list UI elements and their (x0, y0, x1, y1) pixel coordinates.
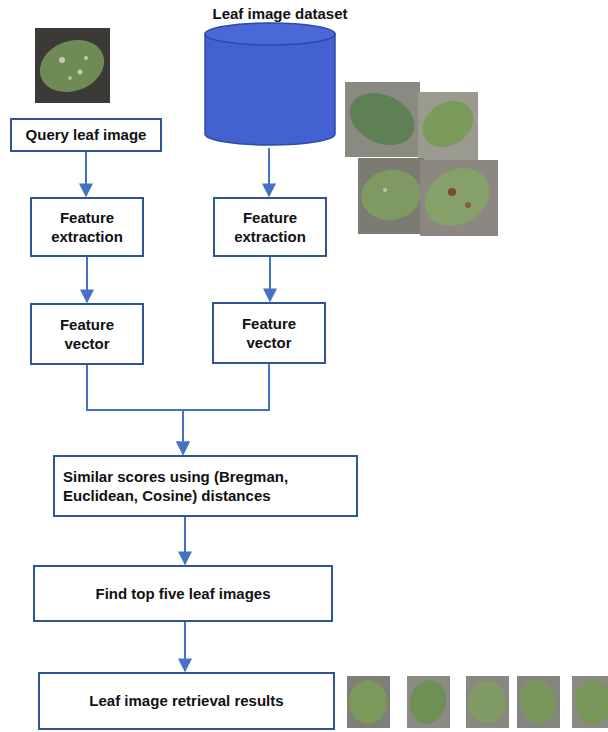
flow-arrow (184, 622, 186, 671)
flow-arrow (268, 148, 270, 196)
box-text: Feature vector (40, 315, 134, 354)
process-box: Find top five leaf images (33, 565, 333, 622)
query-leaf-photo (32, 28, 111, 103)
dataset-leaf-photos (341, 82, 500, 237)
flow-arrow (269, 257, 271, 301)
box-text: Leaf image retrieval results (48, 691, 325, 711)
result-leaf-photos (347, 676, 608, 728)
box-text: Query leaf image (20, 125, 152, 145)
dataset-cylinder: Leaf image dataset (200, 4, 360, 148)
flow-arrow (86, 257, 88, 302)
box-text: Feature extraction (40, 208, 134, 247)
vector-box: Feature vector (212, 302, 326, 364)
shape-label: Leaf image dataset (200, 4, 360, 24)
result-box: Leaf image retrieval results (38, 672, 335, 730)
query-box: Query leaf image (10, 118, 162, 152)
flow-arrow (183, 364, 269, 454)
box-text: Feature extraction (223, 208, 317, 247)
flow-arrow (87, 365, 183, 454)
box-text: Find top five leaf images (43, 584, 323, 604)
flow-arrow (184, 517, 186, 564)
flow-arrow (85, 152, 87, 196)
process-box: Similar scores using (Bregman, Euclidean… (53, 455, 358, 517)
cylinder-shape (203, 22, 337, 148)
vector-box: Feature vector (30, 303, 144, 365)
process-box: Feature extraction (30, 197, 144, 257)
box-text: Similar scores using (Bregman, Euclidean… (63, 467, 348, 506)
box-text: Feature vector (222, 314, 316, 353)
process-box: Feature extraction (213, 197, 327, 257)
